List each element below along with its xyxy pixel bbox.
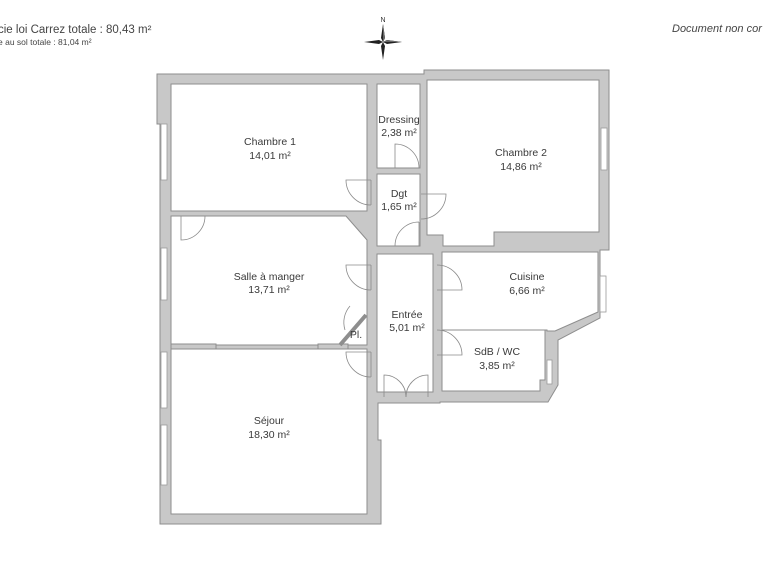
room-area-chambre-2: 14,86 m² [500,161,542,173]
room-area-dgt: 1,65 m² [381,201,417,213]
compass-rose-icon: N [364,17,402,60]
doors [180,143,463,398]
room-labels: Chambre 1 14,01 m² Dressing 2,38 m² Dgt … [234,114,547,441]
room-name-entree: Entrée [392,309,423,321]
room-area-sejour: 18,30 m² [248,429,290,441]
disclaimer-text: Document non cor [672,23,762,35]
room-sejour [170,348,368,515]
room-dressing [376,83,421,169]
partition-half-walls [170,313,368,350]
room-name-sdb-wc: SdB / WC [474,346,521,358]
room-dgt [376,173,421,247]
room-chambre-2 [426,79,600,247]
room-area-salle-a-manger: 13,71 m² [248,284,290,296]
room-area-chambre-1: 14,01 m² [249,150,291,162]
room-name-dressing: Dressing [378,114,420,126]
room-name-cuisine: Cuisine [509,271,544,283]
room-name-placard: Pl. [350,329,362,341]
carrez-total-label: cie loi Carrez totale : 80,43 m² [0,24,152,36]
room-name-dgt: Dgt [391,188,407,200]
room-area-cuisine: 6,66 m² [509,285,545,297]
room-name-salle-a-manger: Salle à manger [234,271,305,283]
room-area-dressing: 2,38 m² [381,127,417,139]
room-area-sdb-wc: 3,85 m² [479,360,515,372]
room-entree [376,253,434,393]
rooms [170,79,600,515]
room-name-sejour: Séjour [254,415,285,427]
room-name-chambre-2: Chambre 2 [495,147,547,159]
room-chambre-1 [170,83,368,212]
windows [160,123,608,486]
room-name-chambre-1: Chambre 1 [244,136,296,148]
room-area-entree: 5,01 m² [389,322,425,334]
floor-total-label: e au sol totale : 81,04 m² [0,37,92,47]
room-sdb-wc [441,329,546,392]
compass-north-label: N [380,17,385,24]
